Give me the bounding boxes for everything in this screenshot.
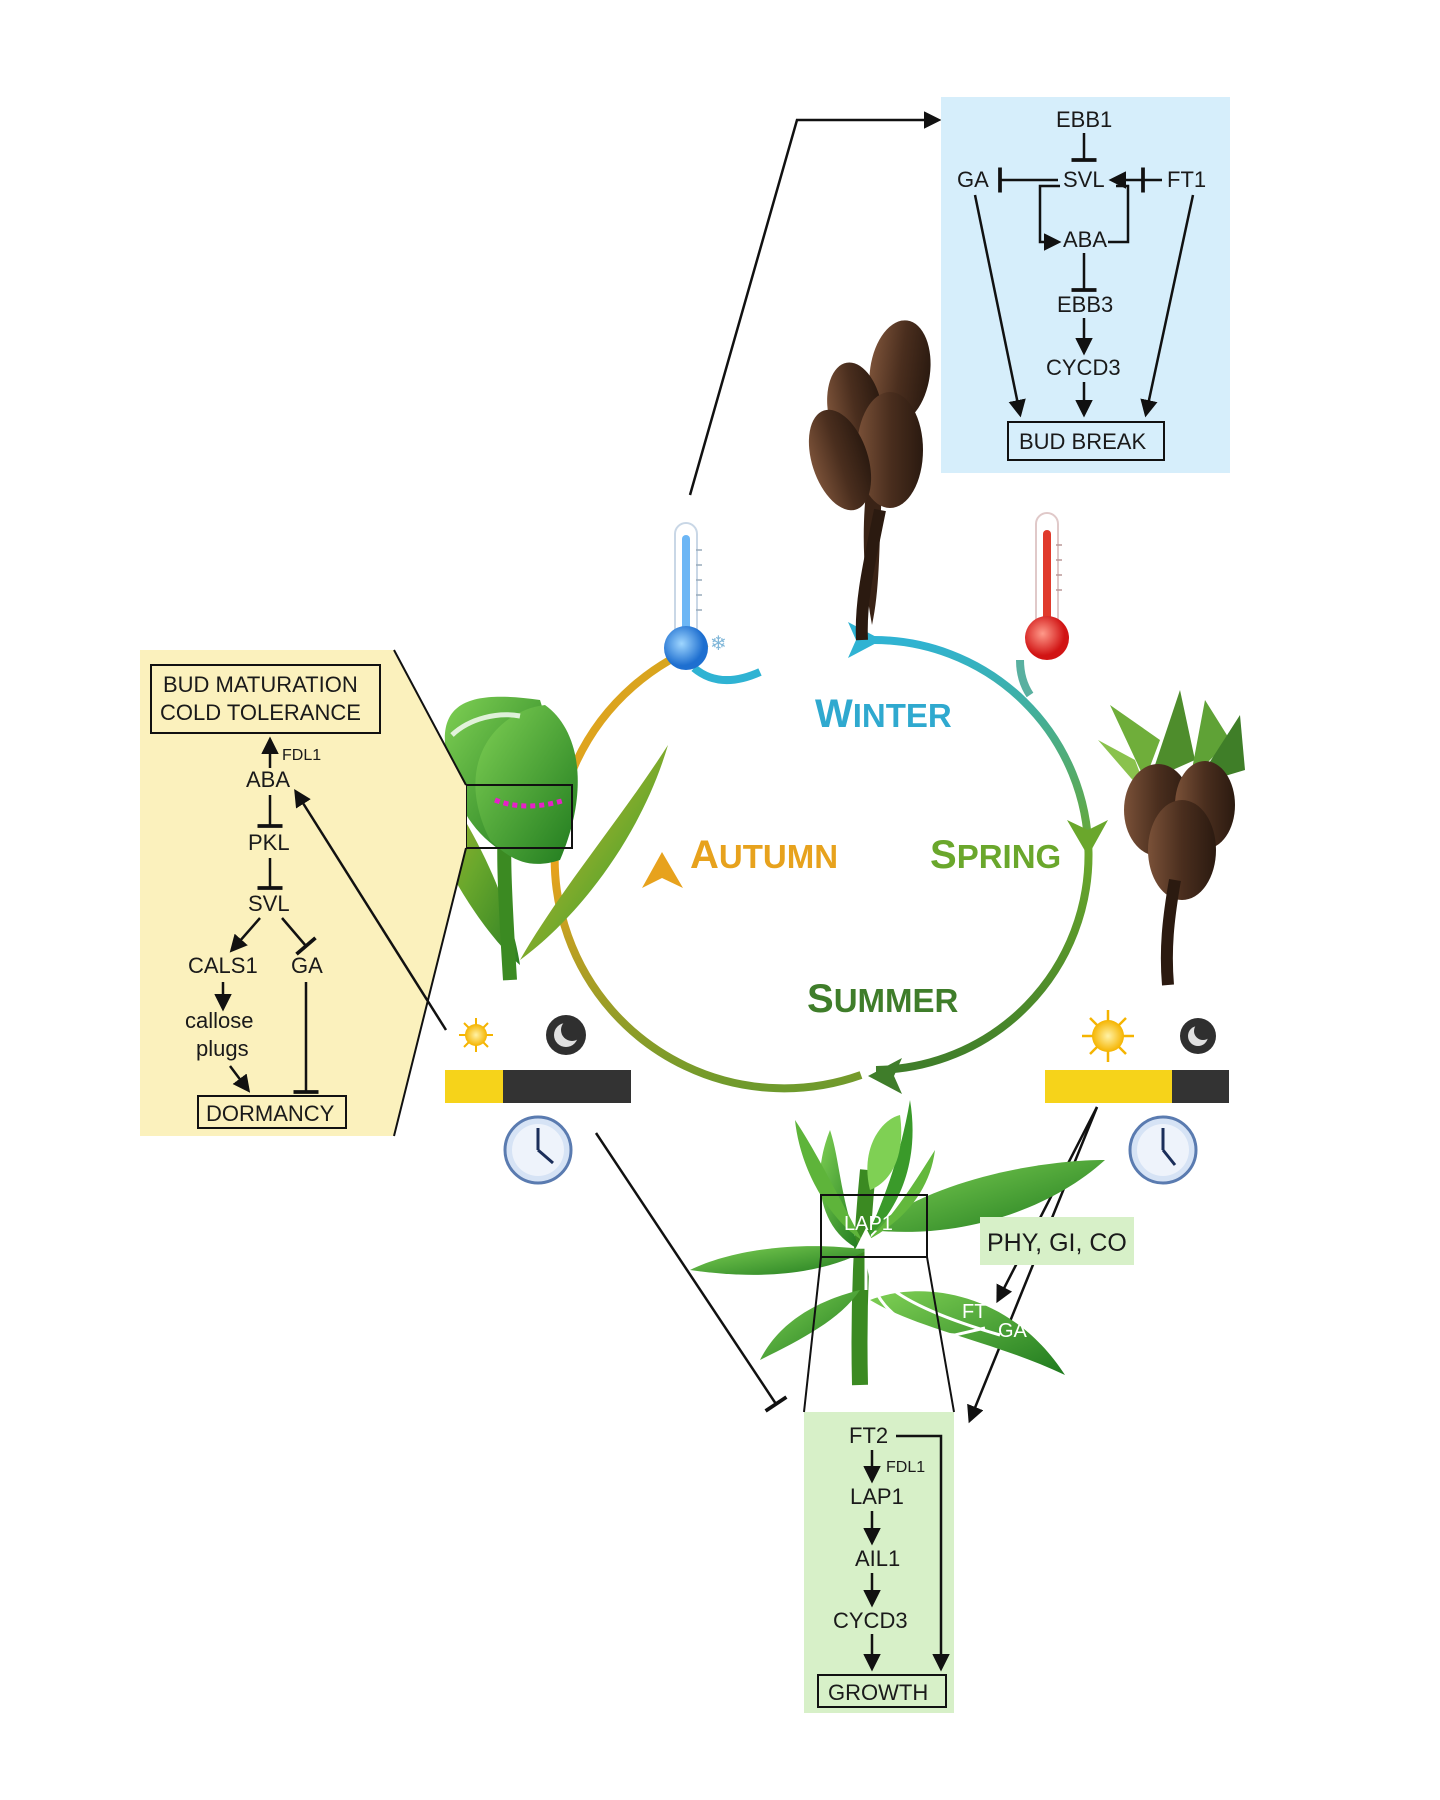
autumn-node-cold-tolerance: COLD TOLERANCE: [160, 700, 361, 725]
sun-icon: [1082, 1010, 1134, 1062]
autumn-arrowhead: [642, 852, 683, 888]
summer-pathway-box: FT2 FDL1 LAP1 AIL1 CYCD3 GROWTH: [803, 1256, 955, 1713]
winter-box-background: [941, 97, 1230, 473]
autumn-outcome-frame: [150, 664, 381, 734]
autumn-node-callose: callose: [185, 1008, 253, 1033]
clock-icon: [1128, 1115, 1198, 1185]
season-label-summer: SUMMER: [807, 977, 959, 1021]
summer-node-growth: GROWTH: [828, 1680, 928, 1705]
winter-outcome-frame: [1007, 421, 1165, 461]
moon-icon: [546, 1015, 586, 1055]
summer-node-lap1: LAP1: [850, 1484, 904, 1509]
summer-growth-frame: [817, 1674, 947, 1708]
warm-thermometer-icon: [1025, 512, 1069, 660]
summer-inset-frame: [820, 1194, 928, 1258]
moon-icon: [1180, 1018, 1216, 1054]
autumn-node-cals1: CALS1: [188, 953, 258, 978]
winter-node-ga: GA: [957, 167, 989, 192]
spring-bud-illustration: [1098, 690, 1245, 986]
winter-node-aba: ABA: [1063, 227, 1107, 252]
autumn-label-fdl1: FDL1: [282, 747, 321, 764]
cold-thermometer-icon: ❄: [664, 522, 727, 670]
short-day-photoperiod: [445, 1015, 788, 1413]
summer-arrowhead: [868, 1058, 902, 1094]
season-label-spring: SPRING: [930, 833, 1061, 877]
day-length-bar: [1045, 1070, 1172, 1103]
winter-node-ebb3: EBB3: [1057, 292, 1113, 317]
autumn-node-aba: ABA: [246, 767, 290, 792]
winter-callout-line: [688, 111, 942, 496]
season-label-autumn: AUTUMN: [690, 833, 838, 877]
plant-label-ft: FT: [962, 1301, 986, 1323]
autumn-node-bud-maturation: BUD MATURATION: [163, 672, 358, 697]
summer-node-ail1: AIL1: [855, 1546, 900, 1571]
autumn-node-plugs: plugs: [196, 1036, 249, 1061]
summer-label-fdl1: FDL1: [886, 1459, 925, 1476]
summer-plant-illustration: LAP1 FT GA: [690, 1100, 1105, 1386]
sun-icon: [459, 1018, 493, 1052]
night-length-bar: [1172, 1070, 1229, 1103]
light-signaling-box: PHY, GI, CO: [980, 1217, 1134, 1265]
season-label-winter: WINTER: [815, 692, 952, 736]
autumn-node-ga: GA: [291, 953, 323, 978]
autumn-node-dormancy: DORMANCY: [206, 1101, 335, 1126]
long-day-photoperiod: [967, 1010, 1229, 1424]
light-signaling-label: PHY, GI, CO: [987, 1229, 1127, 1257]
winter-node-svl: SVL: [1063, 167, 1105, 192]
night-length-bar: [503, 1070, 631, 1103]
winter-node-ebb1: EBB1: [1056, 107, 1112, 132]
winter-bud-illustration: [808, 320, 931, 641]
svg-text:❄: ❄: [710, 631, 727, 655]
spring-arrowhead: [1067, 820, 1108, 856]
autumn-pathway-box: BUD MATURATION COLD TOLERANCE FDL1 ABA P…: [140, 649, 467, 1137]
winter-pathway-box: EBB1 GA SVL FT1 ABA EBB3 CYCD3 BUD BREAK: [941, 97, 1230, 473]
winter-node-ft1: FT1: [1167, 167, 1206, 192]
autumn-node-pkl: PKL: [248, 830, 290, 855]
clock-icon: [503, 1115, 573, 1185]
plant-label-lap1: LAP1: [844, 1213, 893, 1235]
day-length-bar: [445, 1070, 503, 1103]
summer-node-ft2: FT2: [849, 1423, 888, 1448]
summer-node-cycd3: CYCD3: [833, 1608, 908, 1633]
plant-label-ga: GA: [998, 1320, 1028, 1342]
season-cycle: [550, 622, 1108, 1094]
autumn-dormancy-frame: [197, 1095, 347, 1129]
winter-node-cycd3: CYCD3: [1046, 355, 1121, 380]
winter-node-bud-break: BUD BREAK: [1019, 429, 1146, 454]
autumn-node-svl: SVL: [248, 891, 290, 916]
